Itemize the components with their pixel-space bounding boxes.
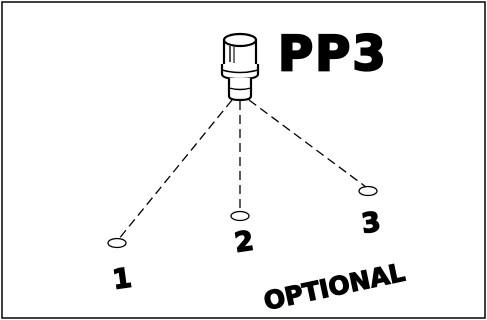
mounting-points <box>107 185 378 249</box>
line-to-point-1 <box>117 99 233 241</box>
diagram-title: PP3 <box>278 26 388 82</box>
mounting-point-icon <box>230 210 250 222</box>
point-label-1: 1 <box>111 263 134 296</box>
connection-lines <box>117 99 367 241</box>
mounting-point-icon <box>358 185 378 197</box>
mounting-point-icon <box>107 237 127 249</box>
point-label-2: 2 <box>233 226 256 259</box>
cylindrical-sensor-icon <box>220 32 260 102</box>
line-to-point-3 <box>248 99 367 188</box>
